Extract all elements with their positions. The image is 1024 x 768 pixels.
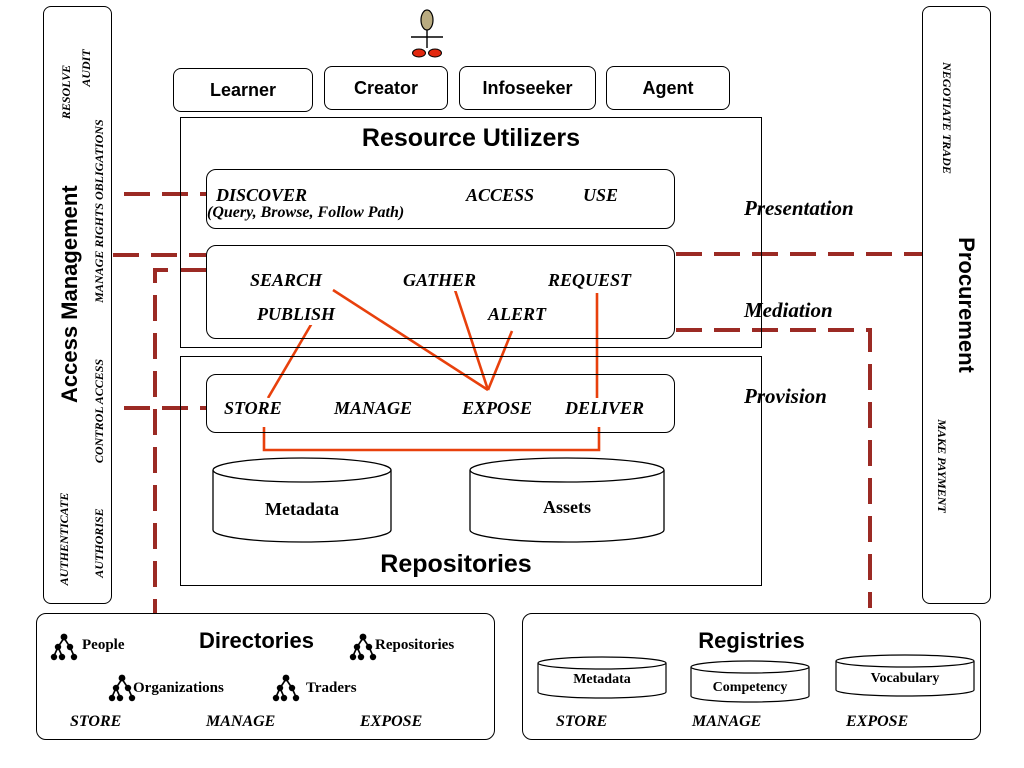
learner-label: Learner: [209, 79, 277, 100]
audit-label: AUDIT: [79, 49, 93, 87]
provision-layer-label: Provision: [744, 384, 827, 408]
publish-label: PUBLISH: [257, 304, 336, 325]
discover-sub-label: (Query, Browse, Follow Path): [207, 204, 405, 221]
registries-expose-label: EXPOSE: [846, 713, 909, 730]
registry-competency-label[interactable]: Competency: [712, 680, 788, 695]
registries-title: Registries: [698, 628, 805, 653]
flow-search-expose: [332, 288, 489, 392]
gather-label: GATHER: [403, 270, 477, 291]
registry-metadata-label[interactable]: Metadata: [573, 672, 631, 687]
manage-rights-label: MANAGE RIGHTS OBLIGATIONS: [92, 119, 106, 303]
tree-hierarchy-icon: [349, 633, 377, 661]
directories-store-label: STORE: [70, 713, 122, 730]
expose-label: EXPOSE: [462, 398, 533, 419]
authorise-label: AUTHORISE: [92, 508, 106, 578]
access-label: ACCESS: [466, 185, 535, 205]
manage-label: MANAGE: [334, 398, 413, 419]
access-management-panel[interactable]: [43, 6, 112, 604]
directories-panel[interactable]: [36, 613, 495, 740]
infoseeker-label: Infoseeker: [482, 77, 573, 98]
mediation-layer-label: Mediation: [744, 298, 833, 322]
make-payment-label: MAKE PAYMENT: [935, 419, 949, 513]
access-management-title: Access Management: [57, 185, 82, 403]
registry-competency-cylinder-icon: [690, 660, 810, 703]
request-label: REQUEST: [548, 270, 632, 291]
negotiate-trade-label: NEGOTIATE TRADE: [940, 62, 954, 174]
authenticate-label: AUTHENTICATE: [57, 492, 71, 586]
registries-store-label: STORE: [556, 713, 608, 730]
agent-label: Agent: [642, 77, 694, 98]
registry-vocabulary-cylinder-icon: [835, 654, 975, 697]
directory-repositories-label[interactable]: Repositories: [375, 637, 455, 653]
stick-figure-icon: [411, 9, 443, 58]
flow-alert-expose: [486, 330, 514, 391]
discover-label: DISCOVER: [216, 185, 308, 205]
assets-store-label[interactable]: Assets: [543, 497, 591, 517]
control-access-label: CONTROL ACCESS: [92, 358, 106, 464]
flow-store-deliver-bottom: [262, 427, 601, 452]
provision-box[interactable]: [206, 374, 675, 433]
search-label: SEARCH: [250, 270, 323, 291]
mediation-to-directories-link: [153, 268, 206, 614]
deliver-label: DELIVER: [565, 398, 645, 419]
registries-manage-label: MANAGE: [692, 713, 762, 730]
presentation-box[interactable]: [206, 169, 675, 229]
learner-box[interactable]: Learner: [173, 68, 313, 112]
tree-hierarchy-icon: [50, 633, 78, 661]
directories-expose-label: EXPOSE: [360, 713, 423, 730]
people-label[interactable]: People: [82, 637, 125, 653]
tree-hierarchy-icon: [272, 674, 300, 702]
organizations-label[interactable]: Organizations: [133, 680, 224, 696]
agent-box[interactable]: Agent: [606, 66, 730, 110]
resolve-label: RESOLVE: [59, 64, 73, 120]
flow-store-publish: [266, 322, 314, 399]
metadata-cylinder-icon: [212, 457, 392, 543]
flow-gather-expose: [453, 289, 490, 391]
directories-manage-label: MANAGE: [206, 713, 276, 730]
mediation-to-registries-link: [676, 328, 872, 608]
resource-utilizers-title: Resource Utilizers: [361, 124, 581, 152]
procurement-panel[interactable]: [922, 6, 991, 604]
store-label: STORE: [224, 398, 282, 419]
creator-label: Creator: [353, 77, 419, 98]
repositories-title: Repositories: [380, 550, 532, 578]
alert-label: ALERT: [488, 304, 547, 325]
registry-metadata-cylinder-icon: [537, 656, 667, 699]
repositories-frame: [180, 356, 762, 586]
registry-vocabulary-label[interactable]: Vocabulary: [870, 671, 940, 686]
procurement-title: Procurement: [954, 237, 979, 373]
traders-label[interactable]: Traders: [306, 680, 357, 696]
mediation-box[interactable]: [206, 245, 675, 339]
use-label: USE: [583, 185, 619, 205]
resource-utilizers-frame: [180, 117, 762, 348]
infoseeker-box[interactable]: Infoseeker: [459, 66, 596, 110]
directories-title: Directories: [199, 628, 314, 653]
metadata-store-label[interactable]: Metadata: [265, 499, 339, 519]
tree-hierarchy-icon: [108, 674, 136, 702]
assets-cylinder-icon: [469, 457, 665, 543]
creator-box[interactable]: Creator: [324, 66, 448, 110]
presentation-layer-label: Presentation: [744, 196, 854, 220]
